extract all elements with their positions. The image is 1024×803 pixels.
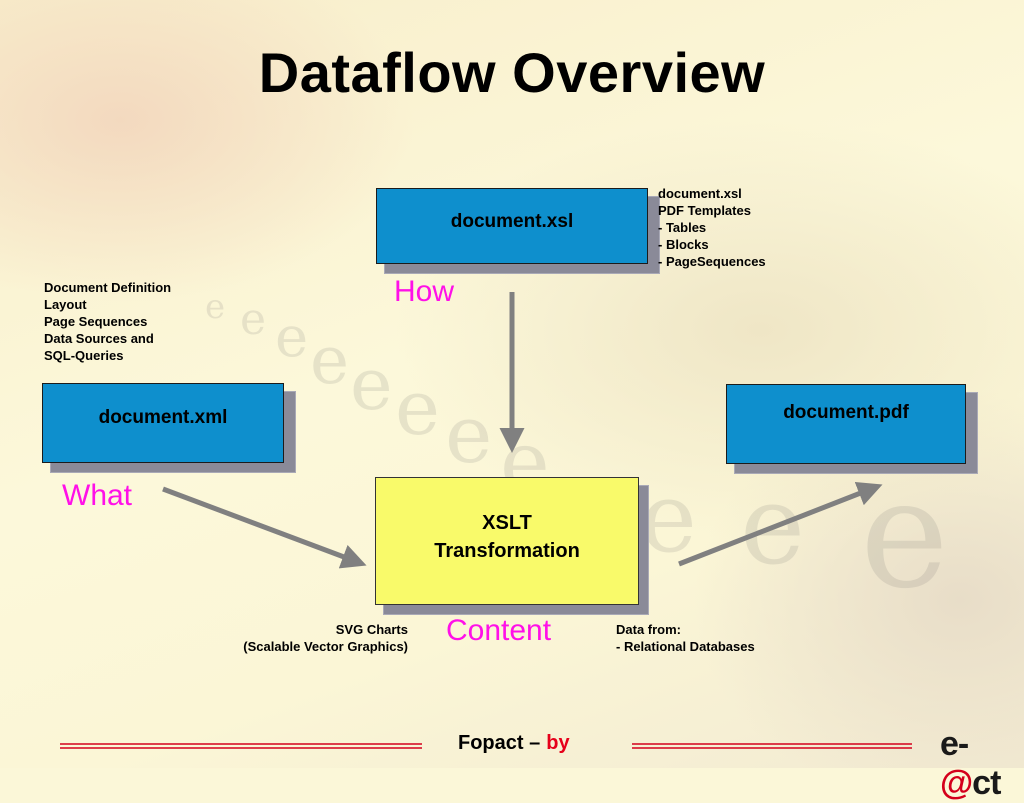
- background-watermark-e: e: [240, 294, 267, 345]
- footer-caption: Fopact –by: [458, 732, 570, 755]
- xsl-note-line: - Tables: [658, 220, 707, 235]
- xml-note-line: Page Sequences: [44, 314, 148, 329]
- logo-suffix: ct: [972, 764, 1001, 802]
- xslt-node-line2: Transformation: [434, 540, 580, 562]
- xml-note-line: SQL-Queries: [44, 348, 124, 363]
- xslt-node-line1: XSLT: [482, 512, 532, 534]
- xsl-node-label: document.xsl: [450, 211, 574, 232]
- svg-note-line: SVG Charts: [335, 622, 408, 637]
- e-act-logo: e-@ct: [940, 725, 1024, 803]
- slide-title: Dataflow Overview: [258, 41, 766, 104]
- logo-at-icon: @: [940, 764, 973, 802]
- background-watermark-e: e: [275, 305, 309, 370]
- arrow-xml-to-xslt: [162, 486, 367, 569]
- svg-notes: SVG Charts (Scalable Vector Graphics): [160, 621, 408, 655]
- xml-notes: Document Definition Layout Page Sequence…: [44, 279, 171, 364]
- background-watermark-e: e: [205, 287, 226, 327]
- background-watermark-e: e: [640, 462, 697, 574]
- xml-node: document.xml: [42, 383, 284, 463]
- logo-prefix: e-: [940, 725, 969, 763]
- background-watermark-e: e: [350, 342, 393, 426]
- xsl-note-line: PDF Templates: [658, 203, 751, 218]
- data-notes: Data from: - Relational Databases: [616, 621, 755, 655]
- background-watermark-e: e: [395, 363, 440, 452]
- data-note-line: - Relational Databases: [616, 639, 755, 654]
- xsl-note-line: document.xsl: [658, 186, 742, 201]
- xml-note-line: Document Definition: [44, 280, 172, 295]
- xsl-notes: document.xsl PDF Templates - Tables - Bl…: [658, 185, 766, 270]
- xml-note-line: Data Sources and: [44, 331, 154, 346]
- pdf-node: document.pdf: [726, 384, 966, 464]
- svg-note-line: (Scalable Vector Graphics): [243, 639, 408, 654]
- footer-by: by: [546, 732, 570, 754]
- xsl-note-line: - Blocks: [658, 237, 709, 252]
- what-label: What: [62, 479, 133, 512]
- content-label: Content: [446, 614, 552, 647]
- xslt-node: XSLT Transformation: [375, 477, 639, 605]
- data-note-line: Data from:: [616, 622, 682, 637]
- arrow-xslt-to-pdf: [678, 481, 883, 567]
- xsl-node: document.xsl: [376, 188, 648, 264]
- xml-note-line: Layout: [44, 297, 87, 312]
- how-label: How: [394, 275, 455, 308]
- background-watermark-e: e: [445, 388, 493, 481]
- xsl-note-line: - PageSequences: [658, 254, 766, 269]
- xml-node-label: document.xml: [98, 407, 228, 428]
- pdf-node-label: document.pdf: [783, 402, 909, 423]
- footer-text: Fopact –: [458, 732, 541, 754]
- background-watermark-e: e: [310, 322, 350, 399]
- flow-arrows: [162, 292, 883, 569]
